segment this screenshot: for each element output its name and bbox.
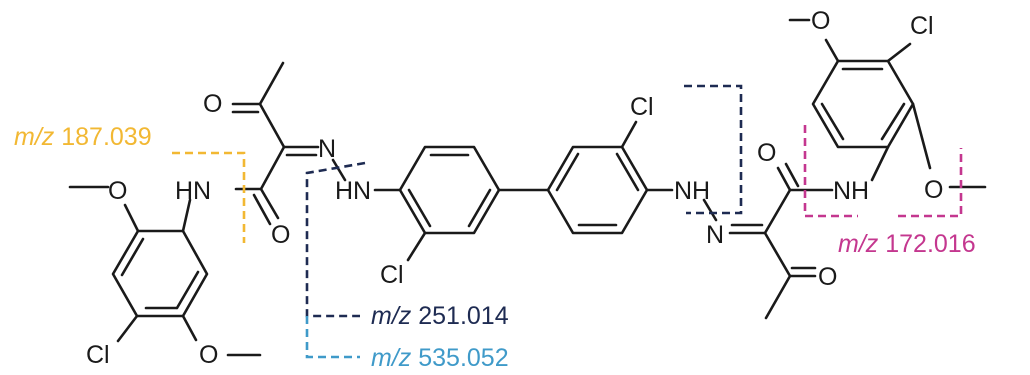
bond-left-ring [111,229,209,318]
fragment-label-251-prefix: m/z [371,302,412,330]
fragment-markers [172,84,963,359]
bond-skeleton [68,18,987,357]
frag-251-bracket [305,161,366,318]
atom-cl-right-ring: Cl [910,12,934,40]
bond-nh-to-n-right [702,198,718,222]
bond-amide-co-right-double [784,162,800,188]
bond-acetyl-to-alpha-left [258,102,286,149]
fragment-labels: m/z 187.039 m/z 251.014 m/z 535.052 m/z … [14,123,976,372]
fragment-label-187-mass: 187.039 [61,123,151,151]
bond-biphenyl-ring-left [398,145,501,235]
fragment-label-172: m/z 172.016 [838,230,976,258]
atom-o-methoxy-left: O [108,177,127,205]
bond-acetyl-methyl-right [764,274,792,320]
fragment-label-535-mass: 535.052 [418,344,508,372]
bond-alpha-to-amide-left [259,145,286,191]
bond-alpha-to-acetyl-right [763,231,792,278]
fragment-label-172-mass: 172.016 [885,230,975,258]
atom-nh-biphenyl-right: NH [674,177,710,205]
frag-172-bracket-left [803,125,858,218]
bond-right-ring-inner-1 [880,102,906,141]
bond-right-methoxy-top-o [824,38,840,63]
bond-amide-co-left [259,187,280,220]
frag-187-bracket [172,151,246,243]
atom-labels: O N HN O O Cl O HN Cl Cl NH N O O NH O C… [86,7,943,369]
bond-amide-co-right [776,166,792,192]
fragment-label-172-prefix: m/z [838,230,879,258]
fragment-label-535: m/z 535.052 [371,344,509,372]
fragment-label-251-mass: 251.014 [418,302,508,330]
bond-biphenyl-ring-right-inner-2 [555,152,580,192]
bond-hn-to-ring-left [181,198,192,233]
atom-nh-right: NH [833,177,869,205]
bond-biphenyl-cl-right [620,120,638,149]
atom-cl-biphenyl-right: Cl [630,93,654,121]
atom-o-top-left: O [203,90,222,118]
atom-o-amide-left: O [271,221,290,249]
bond-alpha-to-amide-right [763,188,792,235]
atom-o-carbonyl-right-bottom: O [818,263,837,291]
atom-n-azo-right: N [706,221,724,249]
bond-biphenyl-ring-left-inner-2 [467,188,492,228]
bond-biphenyl-ring-right [546,145,649,235]
bond-left-methoxy2-o [181,314,198,342]
frag-172-bracket-right [898,148,963,218]
atom-cl-biphenyl-left: Cl [380,261,404,289]
atom-n-azo-left: N [318,135,336,163]
frag-535-bracket [305,316,360,359]
bond-n-to-hn-left [331,158,347,182]
bond-biphenyl-cl-left [406,231,427,262]
atom-cl-left-ring: Cl [86,341,110,369]
atom-o-methoxy-right: O [924,176,943,204]
bond-right-methoxy-o [911,102,932,170]
bond-left-methoxy-o [123,203,140,233]
bond-right-ring [811,59,915,149]
atom-o-methoxy-left-bottom: O [199,341,218,369]
frag-251-bracket-right [684,84,743,215]
atom-o-methoxy-right-top: O [811,7,830,35]
fragment-label-535-prefix: m/z [371,344,412,372]
atom-hn-biphenyl-left: HN [335,177,371,205]
fragment-label-187: m/z 187.039 [14,123,152,151]
bond-acetyl-methyl-left [258,61,285,106]
bond-left-ring-inner-1 [120,237,145,277]
bond-amide-co-left-double [252,193,272,226]
fragment-label-251: m/z 251.014 [371,302,509,330]
bond-left-cl [116,314,139,343]
bond-left-ring-inner-2 [175,270,200,310]
atom-hn-left: HN [175,177,211,205]
atom-o-amide-right: O [757,139,776,167]
fragment-label-187-prefix: m/z [14,123,55,151]
bond-biphenyl-ring-left-inner-3 [407,188,432,228]
bond-biphenyl-ring-right-inner-3 [615,152,640,192]
bond-right-ring-inner-3 [820,102,845,141]
bond-nh-to-ring-right [870,145,890,182]
bond-right-cl [886,42,912,63]
